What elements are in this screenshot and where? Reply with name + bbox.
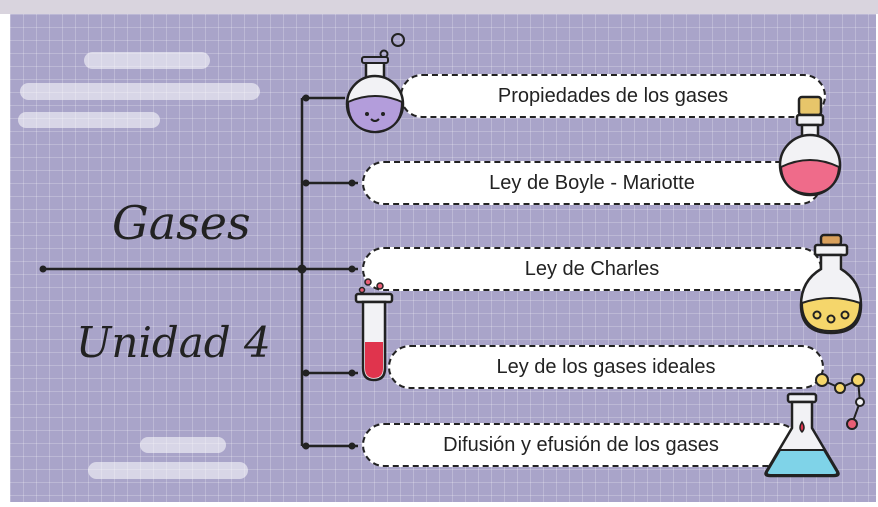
topic-charles[interactable]: Ley de Charles bbox=[362, 247, 822, 291]
decor-pill bbox=[20, 83, 260, 100]
round-flask-icon bbox=[345, 33, 405, 134]
decor-pill bbox=[18, 112, 160, 128]
top-strip bbox=[0, 0, 878, 14]
diagram-subtitle: Unidad 4 bbox=[76, 318, 271, 367]
erlenmeyer-flask-icon bbox=[764, 392, 840, 478]
topic-difusion-efusion[interactable]: Difusión y efusión de los gases bbox=[362, 423, 800, 467]
topic-gases-ideales[interactable]: Ley de los gases ideales bbox=[388, 345, 824, 389]
diagram-title: Gases bbox=[112, 196, 251, 250]
decor-pill bbox=[84, 52, 210, 69]
topic-boyle-mariotte[interactable]: Ley de Boyle - Mariotte bbox=[362, 161, 822, 205]
jug-flask-icon bbox=[799, 233, 863, 335]
decor-pill bbox=[88, 462, 248, 479]
test-tube-icon bbox=[354, 278, 394, 382]
potion-bottle-icon bbox=[778, 95, 842, 197]
decor-pill bbox=[140, 437, 226, 453]
molecule-icon bbox=[815, 373, 865, 430]
topic-propiedades[interactable]: Propiedades de los gases bbox=[400, 74, 826, 118]
